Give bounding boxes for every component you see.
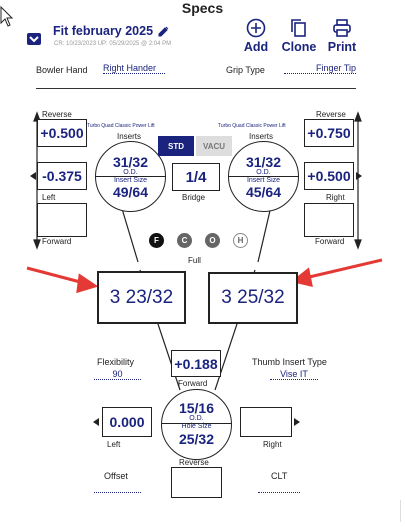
left-insert-size-value: 49/64 [112, 184, 149, 200]
right-inserts-label: Inserts [249, 132, 274, 141]
thumb-od-label: O.D. [189, 415, 204, 422]
right-insert-size-label: Insert Size [246, 177, 281, 184]
chevron-down-icon [29, 36, 39, 43]
left-forward-field[interactable] [37, 203, 87, 237]
right-reverse-label: Reverse [316, 110, 346, 119]
left-span-field[interactable]: 3 23/32 [97, 271, 186, 324]
mouse-cursor-icon [0, 6, 14, 27]
thumb-hole[interactable]: 15/16 O.D. Hole Size 25/32 [161, 389, 232, 460]
add-label: Add [243, 40, 269, 54]
right-right-field[interactable]: +0.500 [304, 162, 354, 190]
scroll-edge [400, 500, 405, 522]
spec-name: Fit february 2025 [53, 24, 154, 38]
left-forward-label: Forward [42, 237, 72, 246]
bridge-label: Bridge [182, 193, 206, 202]
bowler-hand-label: Bowler Hand [36, 65, 88, 75]
thumb-hole-size-label: Hole Size [181, 423, 212, 430]
clone-icon [291, 19, 306, 37]
left-arrow-icon [30, 172, 36, 180]
right-reverse-field[interactable]: +0.750 [304, 119, 354, 147]
right-od-label: O.D. [256, 169, 271, 176]
right-hole-divider [229, 176, 298, 177]
vacu-button[interactable]: VACU [196, 136, 232, 156]
print-button[interactable]: Print [325, 18, 359, 54]
ball-option-h[interactable]: H [233, 233, 248, 248]
thumb-reverse-field[interactable] [171, 467, 222, 498]
clt-label: CLT [271, 471, 288, 481]
thumb-left-arrow-icon [93, 418, 99, 426]
left-hole-divider [96, 176, 165, 177]
right-right-label: Right [326, 193, 345, 202]
thumb-hole-divider [162, 423, 231, 424]
bowler-hand-value[interactable]: Right Hander [103, 63, 165, 74]
thumb-left-label: Left [107, 440, 121, 449]
left-od-label: O.D. [123, 169, 138, 176]
thumb-forward-field[interactable]: +0.188 [171, 350, 221, 377]
ball-option-o[interactable]: O [205, 233, 220, 248]
right-forward-field[interactable] [304, 203, 354, 237]
left-reverse-label: Reverse [42, 110, 72, 119]
offset-value[interactable] [94, 482, 141, 493]
left-od-value: 31/32 [112, 154, 149, 170]
add-button[interactable]: Add [240, 18, 272, 54]
thumb-insert-type-label: Thumb Insert Type [252, 357, 327, 367]
add-circle-icon [246, 18, 266, 38]
page-title: Specs [181, 0, 224, 16]
right-od-value: 31/32 [245, 154, 282, 170]
thumb-reverse-label: Reverse [179, 458, 209, 467]
left-left-label: Left [42, 193, 56, 202]
clone-label: Clone [281, 40, 317, 54]
right-finger-hole[interactable]: 31/32 O.D. Insert Size 45/64 [228, 141, 299, 212]
spec-meta: CR: 10/23/2023 UP: 05/29/2025 @ 2:04 PM [54, 41, 172, 47]
left-insert-size-label: Insert Size [113, 177, 148, 184]
left-insert-product: Turbo Quad Classic Power Lift [87, 123, 155, 129]
ball-option-f[interactable]: F [149, 233, 164, 248]
thumb-hole-size-value: 25/32 [178, 431, 215, 447]
thumb-right-field[interactable] [240, 407, 292, 437]
clone-button[interactable]: Clone [280, 18, 318, 54]
right-span-field[interactable]: 3 25/32 [208, 272, 298, 324]
ball-selection-label: Full [188, 256, 201, 265]
left-inserts-label: Inserts [117, 132, 142, 141]
printer-icon [333, 19, 351, 37]
thumb-od-value: 15/16 [178, 400, 215, 416]
print-label: Print [327, 40, 357, 54]
left-reverse-field[interactable]: +0.500 [37, 119, 87, 147]
right-insert-product: Turbo Quad Classic Power Lift [218, 123, 286, 129]
left-left-field[interactable]: -0.375 [37, 162, 87, 190]
ball-option-c[interactable]: C [177, 233, 192, 248]
thumb-right-label: Right [263, 440, 282, 449]
thumb-right-arrow-icon [294, 418, 300, 426]
bridge-field[interactable]: 1/4 [172, 163, 220, 191]
thumb-forward-label: Forward [178, 379, 208, 388]
flexibility-label: Flexibility [97, 357, 135, 367]
offset-label: Offset [104, 471, 128, 481]
section-divider [36, 88, 356, 89]
thumb-insert-type-value[interactable]: Vise IT [270, 369, 318, 380]
clt-value[interactable] [258, 482, 300, 493]
grip-type-label: Grip Type [226, 65, 265, 75]
right-arrow-icon [356, 172, 362, 180]
thumb-left-field[interactable]: 0.000 [102, 407, 152, 437]
grip-type-value[interactable]: Finger Tip [284, 63, 356, 74]
right-insert-size-value: 45/64 [245, 184, 282, 200]
left-finger-hole[interactable]: 31/32 O.D. Insert Size 49/64 [95, 141, 166, 212]
right-forward-label: Forward [315, 237, 345, 246]
flexibility-value[interactable]: 90 [94, 369, 141, 380]
std-button[interactable]: STD [158, 136, 194, 156]
edit-pencil-icon[interactable] [158, 26, 169, 37]
collapse-button[interactable] [27, 33, 41, 45]
